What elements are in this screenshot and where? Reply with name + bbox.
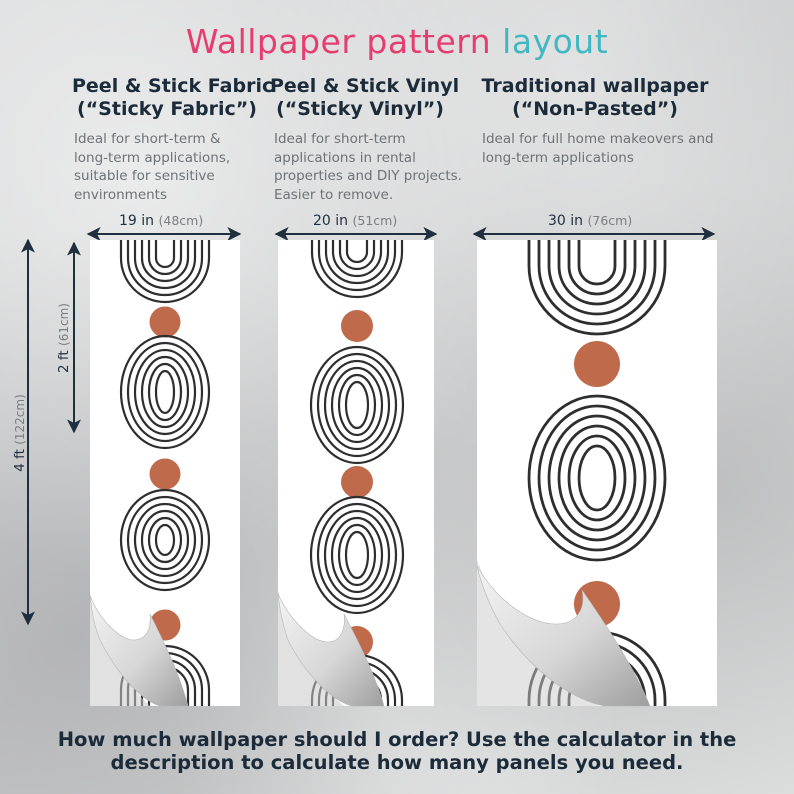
width-value: 30 in: [548, 213, 584, 229]
description-line: Ideal for full home makeovers and: [482, 131, 714, 147]
width-metric: (51cm): [352, 213, 398, 228]
description-line: long-term applications,: [74, 149, 231, 166]
description-sticky-fabric: Ideal for short-term & long-term applica…: [74, 130, 259, 204]
description-line: suitable for sensitive: [74, 168, 215, 184]
width-value: 19 in: [119, 213, 155, 229]
heading-traditional-line2: (“Non-Pasted”): [512, 98, 678, 120]
title-part-2: layout: [502, 22, 609, 61]
heading-sticky-fabric: Peel & Stick Fabric (“Sticky Fabric”): [72, 75, 274, 121]
description-traditional: Ideal for full home makeovers and long-t…: [482, 130, 722, 167]
description-line: long-term applications: [482, 149, 634, 166]
width-metric: (48cm): [158, 213, 204, 228]
description-line: Ideal for short-term &: [74, 131, 221, 147]
dimension-arrows: [21, 227, 716, 626]
width-label-sticky-fabric: 19 in (48cm): [119, 213, 203, 229]
heading-sticky-fabric-line1: Peel & Stick Fabric: [72, 75, 274, 97]
page-title: Wallpaper pattern layout: [0, 22, 794, 61]
width-label-sticky-vinyl: 20 in (51cm): [313, 213, 397, 229]
width-label-traditional: 30 in (76cm): [548, 213, 632, 229]
heading-sticky-vinyl: Peel & Stick Vinyl (“Sticky Vinyl”): [270, 75, 460, 121]
footer-note: How much wallpaper should I order? Use t…: [0, 728, 794, 774]
heading-sticky-fabric-line2: (“Sticky Fabric”): [77, 98, 257, 120]
footer-line-2: description to calculate how many panels…: [110, 751, 684, 774]
description-line: environments: [74, 186, 168, 203]
page-curl-traditional: [476, 565, 651, 707]
description-sticky-vinyl: Ideal for short-term applications in ren…: [274, 130, 462, 204]
description-line: Easier to remove.: [274, 186, 394, 203]
footer-line-1: How much wallpaper should I order? Use t…: [57, 728, 737, 751]
heading-sticky-vinyl-line2: (“Sticky Vinyl”): [276, 98, 444, 120]
heading-traditional: Traditional wallpaper (“Non-Pasted”): [478, 75, 712, 121]
title-part-1: Wallpaper pattern: [185, 22, 492, 61]
width-value: 20 in: [313, 213, 349, 229]
description-line: applications in rental: [274, 149, 416, 166]
heading-traditional-line1: Traditional wallpaper: [481, 75, 709, 97]
description-line: properties and DIY projects.: [274, 168, 462, 184]
description-line: Ideal for short-term: [274, 131, 406, 147]
width-metric: (76cm): [587, 213, 633, 228]
page-curl-sticky-fabric: [89, 595, 189, 707]
page-curl-sticky-vinyl: [277, 593, 385, 707]
heading-sticky-vinyl-line1: Peel & Stick Vinyl: [270, 75, 460, 97]
page-curl-shadow: [90, 592, 150, 706]
